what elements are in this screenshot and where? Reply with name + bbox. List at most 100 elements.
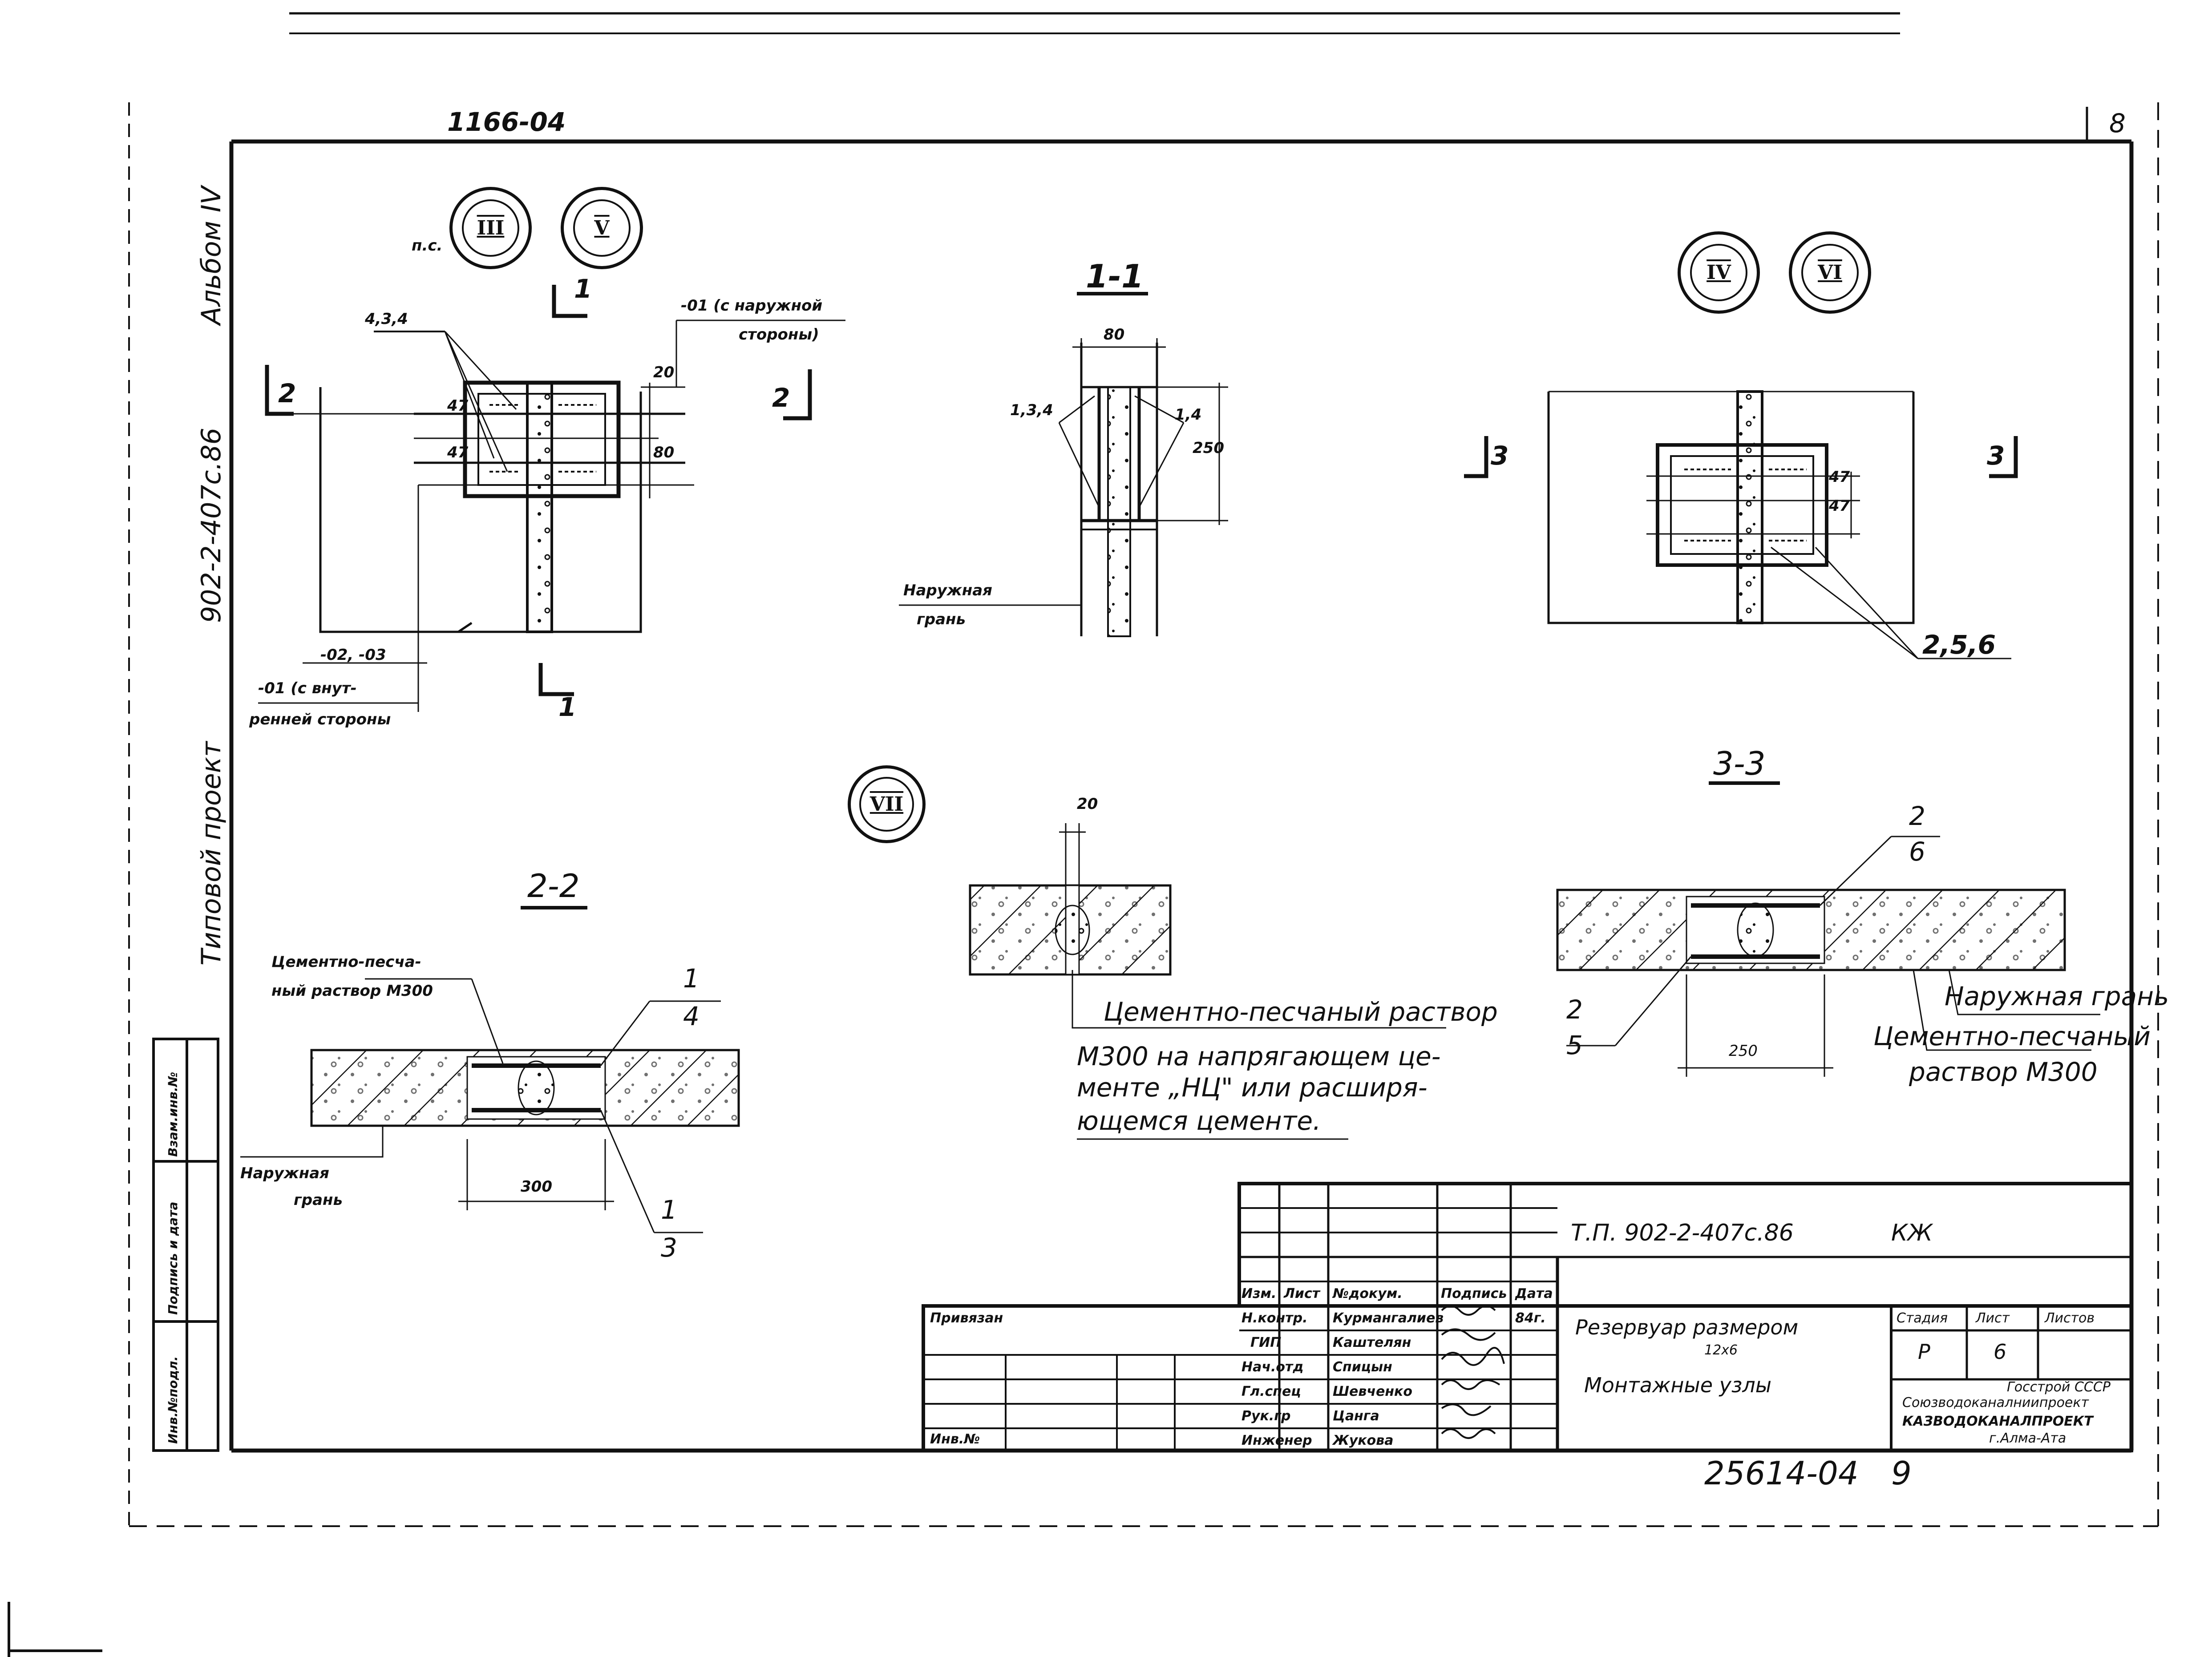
side-cell-replace: Взам.инв.№ [166,1071,180,1157]
tb-name-2: Каштелян [1333,1335,1411,1350]
tb-head-signature: Подпись [1441,1286,1507,1301]
section-3-3-ref-bot-num: 2 [1566,994,1583,1025]
tb-role-3: Нач.отд [1241,1359,1304,1375]
plan-right-welds [1684,469,1807,542]
plan-left-dim-80: 80 [653,444,675,461]
section-2-2-face-2: грань [294,1191,343,1209]
section-VII-note-1: Цементно-песчаный раствор [1104,997,1498,1027]
section-VII-drawing [969,823,1446,1140]
section-VII-dim-20: 20 [1077,795,1098,813]
project-type: Типовой проект [196,741,227,966]
plan-left-inner-dims: -02, -03 [320,646,386,664]
tb-object-1: Резервуар размером [1575,1315,1799,1339]
side-cell-inv: Инв.№подл. [166,1356,180,1444]
tb-role-1: Н.контр. [1241,1310,1308,1326]
tb-org-4: г.Алма-Ата [1989,1431,2066,1446]
plan-right-refs: 2,5,6 [1922,630,1996,660]
node-marker-III: III [449,187,532,269]
tb-org-1: Госстрой СССР [2007,1379,2111,1395]
node-marker-V: V [561,187,643,269]
tb-name-4: Шевченко [1333,1384,1413,1399]
section-3-3-mortar-2: раствор М300 [1909,1057,2098,1087]
footer-number: 25614-04 [1704,1455,1859,1492]
tb-drawing-mark: КЖ [1891,1220,1933,1246]
tb-name-6: Жукова [1333,1433,1394,1448]
section-3-3-drawing [1556,781,2100,1077]
plan-left-drawing [258,285,845,712]
footer-page: 9 [1891,1455,1912,1492]
title-block-grid [922,1182,2133,1452]
plan-left-dim-47a: 47 [447,397,469,415]
plan-left-welds [489,404,596,473]
section-1-1-drawing [899,292,1228,637]
section-3-3-title: 3-3 [1713,745,1766,782]
plan-left-outer-2: стороны) [739,326,819,344]
cut-mark-2-right: 2 [772,383,790,413]
tb-head-date: Дата [1515,1286,1553,1301]
section-2-2-mortar-2: ный раствор М300 [271,982,433,1000]
section-3-3-ref-top-den: 6 [1909,837,1925,867]
section-2-2-ref-bot-num: 1 [661,1195,677,1225]
node-marker-IV: IV [1678,231,1760,314]
plan-left-inner-1: -01 (с внут- [258,679,357,697]
tb-org-3: КАЗВОДОКАНАЛПРОЕКТ [1902,1414,2093,1429]
tb-org-2: Союзводоканалниипроект [1902,1395,2089,1410]
plan-right-dim-47b: 47 [1829,468,1850,486]
section-2-2-mortar-1: Цементно-песча- [271,953,421,971]
tb-date-1: 84г. [1515,1310,1546,1326]
section-2-2-drawing [240,906,740,1233]
tb-role-5: Рук.гр [1241,1408,1291,1424]
section-1-1-face-1: Наружная [903,582,992,599]
cut-mark-3-right: 3 [1987,441,2005,471]
tb-sheet-value: 6 [1994,1340,2007,1364]
cut-mark-1-bottom: 1 [558,692,577,722]
tb-head-sheet: Лист [1284,1286,1320,1301]
plan-left-dim-20: 20 [653,364,675,381]
tb-sheets-label: Листов [2045,1310,2095,1326]
tb-bound: Привязан [930,1310,1003,1326]
tb-inv-no: Инв.№ [930,1431,980,1447]
tb-role-6: Инженер [1241,1433,1312,1448]
tb-name-5: Цанга [1333,1408,1379,1424]
section-1-1-refs-left: 1,3,4 [1010,401,1053,419]
tb-head-change: Изм. [1241,1286,1277,1301]
tb-document-code: Т.П. 902-2-407с.86 [1571,1220,1794,1246]
section-3-3-mortar-1: Цементно-песчаный [1873,1021,2151,1051]
plan-right-dim-47a: 47 [1829,497,1850,515]
section-1-1-dim-250: 250 [1193,439,1224,457]
tb-name-3: Спицын [1333,1359,1392,1375]
section-3-3-face: Наружная грань [1945,981,2169,1011]
album-label: Альбом IV [196,186,227,325]
side-strip-table [152,1038,219,1452]
cut-mark-2-left: 2 [278,378,296,408]
plan-left-ps: п.с. [412,237,443,255]
tb-object-2: 12х6 [1704,1342,1738,1358]
section-VII-note-3: менте „НЦ" или расширя- [1077,1072,1427,1103]
tb-head-docno: №докум. [1333,1286,1403,1301]
section-1-1-title: 1-1 [1086,258,1144,295]
plan-left-refs: 4,3,4 [365,310,408,328]
tb-role-4: Гл.спец [1241,1384,1301,1399]
tb-name-1: Курмангалиев [1333,1310,1444,1326]
section-2-2-ref-top-num: 1 [683,963,700,994]
cut-mark-3-left: 3 [1491,441,1509,471]
section-2-2-ref-top-den: 4 [683,1001,700,1031]
section-1-1-refs-right: 1,4 [1175,406,1202,424]
plan-left-outer-1: -01 (с наружной [681,297,823,315]
plan-right-drawing [1464,390,2018,659]
node-marker-VI: VI [1789,231,1871,314]
section-3-3-ref-bot-den: 5 [1566,1030,1583,1060]
tb-role-2: ГИП [1250,1335,1282,1350]
section-2-2-ref-bot-den: 3 [661,1233,677,1263]
section-1-1-dim-top: 80 [1104,326,1125,344]
section-2-2-dim-300: 300 [521,1178,552,1196]
tb-sheet-title: Монтажные узлы [1584,1373,1772,1397]
section-3-3-ref-top-num: 2 [1909,801,1925,831]
plan-left-inner-2: ренней стороны [249,711,391,728]
section-3-3-dim-250: 250 [1729,1042,1758,1060]
tb-stage-label: Стадия [1897,1310,1948,1326]
section-1-1-face-2: грань [917,610,966,628]
tb-stage-value: Р [1918,1340,1930,1364]
section-VII-note-2: М300 на напрягающем це- [1077,1041,1441,1071]
section-2-2-face-1: Наружная [240,1164,329,1182]
